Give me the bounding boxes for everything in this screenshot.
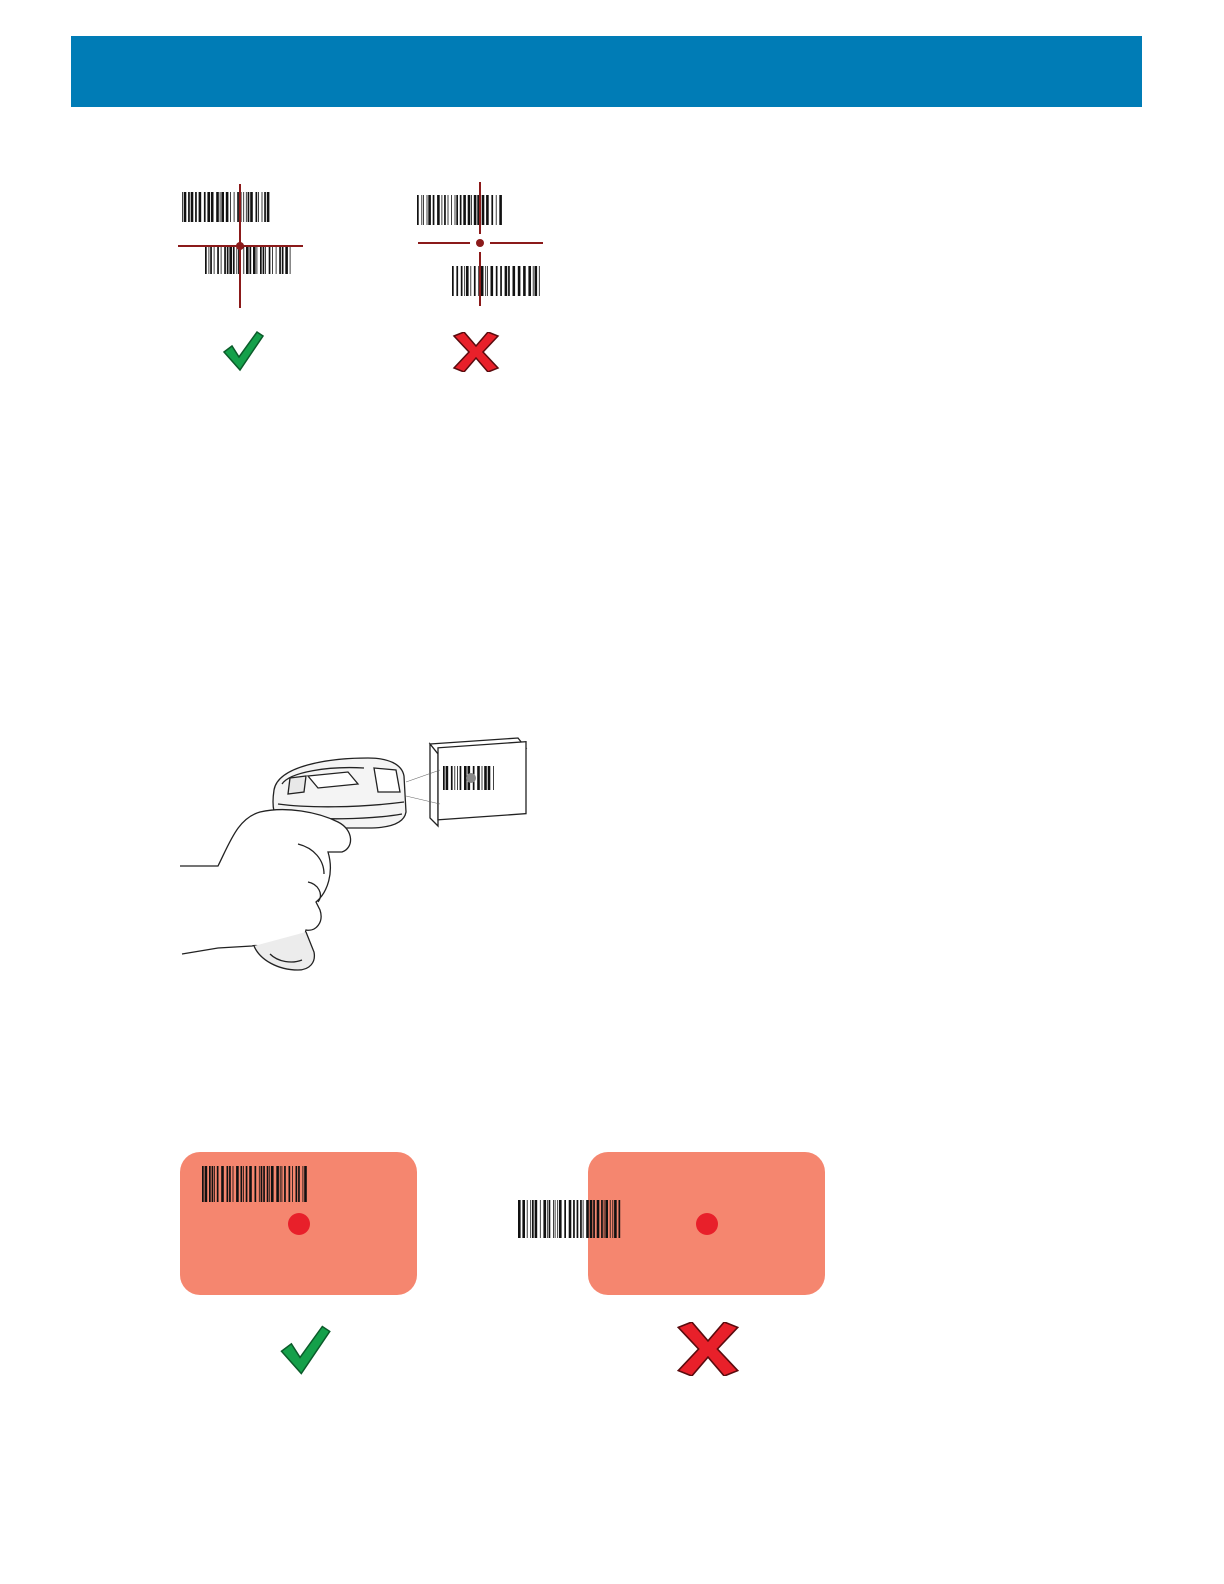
crosshair-center-dot (476, 239, 484, 247)
aim-dot (288, 1213, 310, 1235)
x-icon (452, 332, 500, 372)
crosshair-correct-figure (175, 180, 310, 312)
hand-holding-scanner (180, 810, 351, 970)
aim-dot (696, 1213, 718, 1235)
package-box (430, 738, 526, 826)
barcode-bottom (452, 266, 540, 296)
barcode-outside-pattern (516, 1198, 626, 1240)
barcode-top (182, 192, 269, 222)
aim-pattern-correct-panel (180, 1152, 417, 1295)
x-icon (675, 1322, 741, 1376)
barcode-bottom (205, 246, 291, 274)
barcode-outside (518, 1200, 620, 1238)
barcode-top (417, 195, 502, 225)
crosshair-center-dot (236, 242, 244, 250)
aim-dot-on-box (466, 773, 476, 783)
barcode-in-pattern (202, 1166, 307, 1202)
check-icon (279, 1322, 331, 1378)
crosshair-incorrect-figure (412, 180, 552, 310)
header-bar (71, 36, 1142, 107)
scanner-illustration (178, 732, 538, 984)
check-icon (222, 330, 264, 372)
